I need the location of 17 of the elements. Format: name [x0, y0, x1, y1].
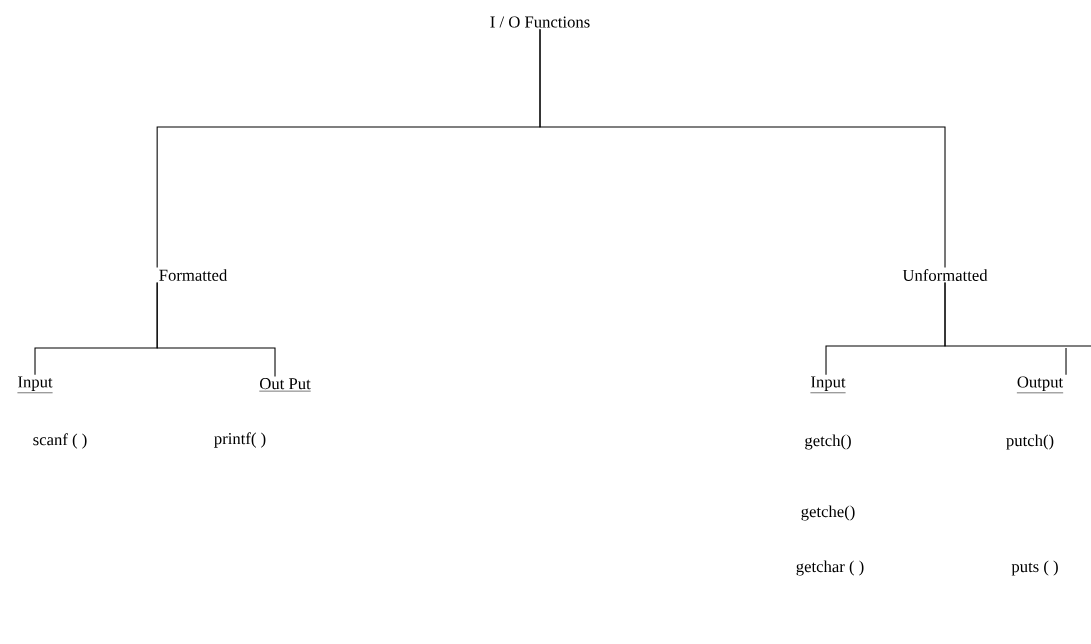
heading-text: I / O Functions: [490, 16, 590, 28]
function-name: printf( ): [214, 432, 266, 448]
category-label: Input: [810, 376, 846, 394]
function-name: getch(): [805, 434, 851, 450]
connector-line: [944, 282, 1091, 376]
category-label: Out Put: [259, 378, 311, 392]
function-name: getchar ( ): [796, 560, 864, 576]
category-label: Unformatted: [902, 269, 988, 281]
connector-line: [539, 28, 946, 268]
category-label: Input: [17, 376, 53, 394]
category-label: Output: [1016, 376, 1064, 394]
category-label: Formatted: [159, 269, 228, 281]
function-name: scanf ( ): [33, 433, 87, 449]
function-name: puts ( ): [1011, 560, 1058, 576]
connector-line: [156, 281, 276, 377]
function-name: putch(): [1006, 434, 1054, 450]
function-name: getche(): [801, 505, 855, 521]
